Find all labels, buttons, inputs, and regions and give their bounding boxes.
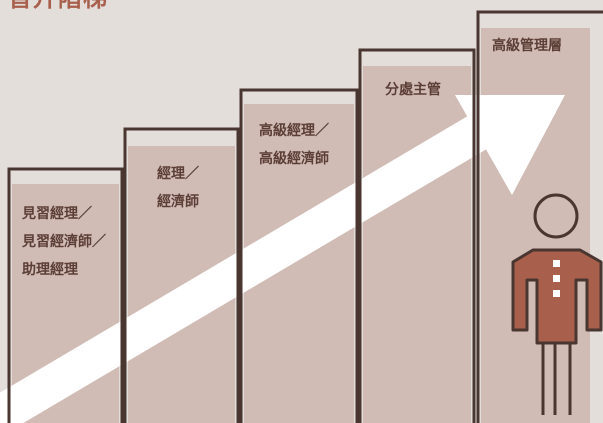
step-3-line-1: 高級經理／ [259, 123, 329, 139]
step-5-line-1: 高級管理層 [492, 38, 562, 54]
step-4-label: 分處主管 [385, 76, 441, 104]
step-2-line-2: 經濟師 [157, 194, 199, 210]
step-3-line-2: 高級經濟師 [259, 151, 329, 167]
step-2-label: 經理／ 經濟師 [157, 160, 199, 216]
step-1-label: 見習經理／ 見習經濟師／ 助理經理 [22, 200, 106, 284]
step-1-line-3: 助理經理 [22, 262, 78, 278]
step-4-line-1: 分處主管 [385, 82, 441, 98]
step-3-label: 高級經理／ 高級經濟師 [259, 117, 329, 173]
step-1-line-1: 見習經理／ [22, 206, 92, 222]
step-outlines [7, 10, 603, 423]
step-2-line-1: 經理／ [157, 166, 199, 182]
step-5-fill [481, 28, 590, 423]
diagram-title: 晉升階梯 [8, 0, 108, 12]
up-arrow-icon [0, 95, 565, 423]
step-5-label: 高級管理層 [492, 32, 562, 60]
step-1-line-2: 見習經濟師／ [22, 234, 106, 250]
step-4-fill [363, 66, 471, 423]
person-icon [511, 193, 603, 415]
